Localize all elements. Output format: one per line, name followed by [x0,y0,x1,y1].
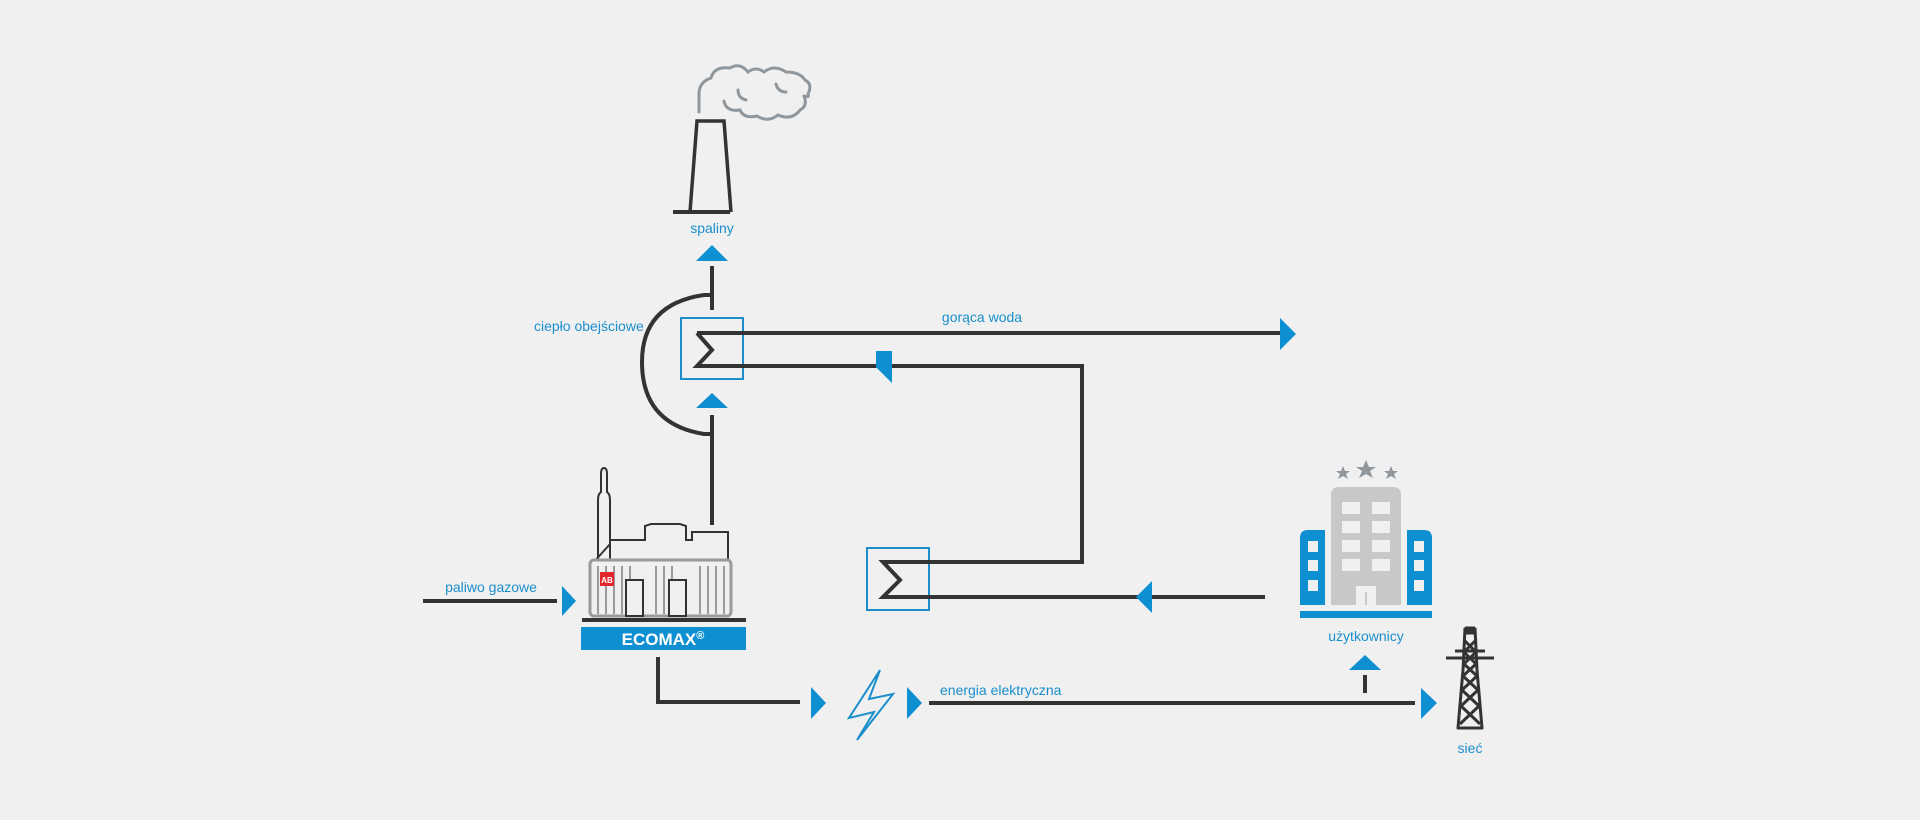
smoke-cloud-icon [697,64,812,121]
return-arrow-tip-icon [876,351,892,383]
users-return-arrow-icon [1136,581,1152,613]
return-pipe-lower [878,560,1265,599]
hotel-building-icon [1300,460,1432,618]
electric-arrow-icon [811,687,826,719]
gas-fuel-label: paliwo gazowe [445,579,537,595]
grid-label: sieć [1458,740,1483,756]
flow-up-arrow-icon [696,393,728,408]
heat-exchanger-icon [866,547,930,611]
chp-unit-icon: AB ECOMAX® [581,466,746,650]
heat-exchanger-icon [680,317,744,380]
hot-water-arrow-icon [1280,318,1296,350]
chimney-icon [673,119,733,214]
ecomax-brand: ECOMAX® [622,630,705,649]
bypass-heat-label: ciepło obejściowe [534,318,644,334]
users-label: użytkownicy [1328,628,1403,644]
exhaust-arrow-icon [696,245,728,261]
electric-output-line [656,657,800,704]
hot-water-label: gorąca woda [942,309,1022,325]
exhaust-pipe [639,266,714,525]
power-pylon-icon [1446,626,1494,730]
grid-arrow-icon [1421,688,1437,719]
exhaust-label: spaliny [690,220,734,236]
users-arrow-icon [1349,655,1381,670]
electric-energy-label: energia elektryczna [940,682,1062,698]
lightning-icon [846,669,896,741]
gas-arrow-icon [562,586,576,616]
electric-arrow-2-icon [907,687,922,719]
ab-badge: AB [601,576,613,585]
